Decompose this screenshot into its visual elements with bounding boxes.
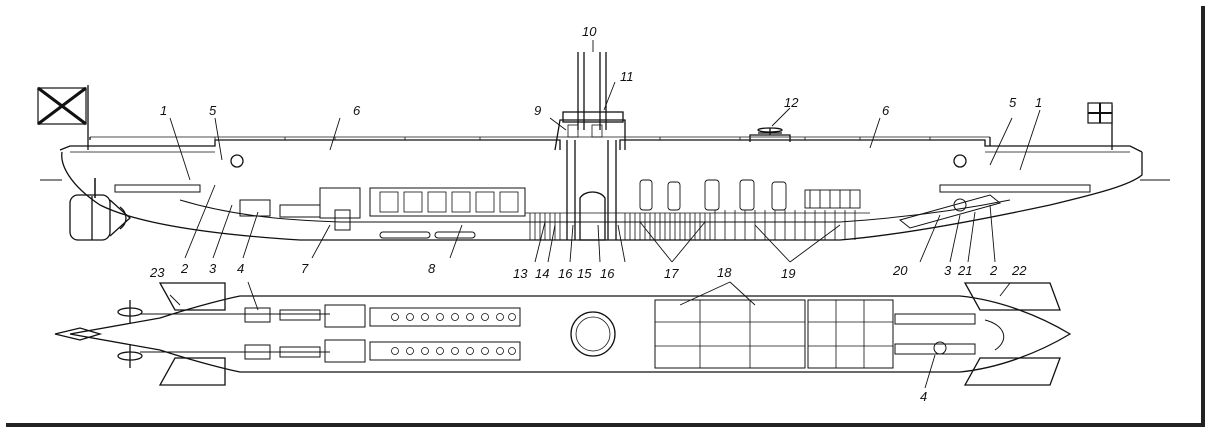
callout-16-b: 16 [600,266,615,281]
side-elevation [40,52,1170,241]
callout-19: 19 [781,266,795,281]
callout-15: 15 [577,266,592,281]
callout-1-stern: 1 [160,103,167,118]
callout-17: 17 [664,266,679,281]
callout-2-bow: 2 [989,263,998,278]
callout-18: 18 [717,265,732,280]
callout-16-a: 16 [558,266,573,281]
callout-4-side: 4 [237,261,244,276]
callout-2-stern: 2 [180,261,189,276]
callout-3-stern: 3 [209,261,217,276]
callout-22: 22 [1011,263,1027,278]
callout-6-stern: 6 [353,103,361,118]
callout-14: 14 [535,266,549,281]
callout-12: 12 [784,95,799,110]
callout-labels: 1 1 2 2 3 3 4 4 5 5 6 6 7 8 9 10 11 12 1… [149,24,1042,404]
callout-11: 11 [620,69,634,84]
callout-7: 7 [301,261,309,276]
callout-8: 8 [428,261,436,276]
plan-view [54,282,1072,386]
callout-3-bow: 3 [944,263,952,278]
leader-lines [169,40,1041,389]
callout-9: 9 [534,103,541,118]
callout-13: 13 [513,266,528,281]
side-internals [94,178,1091,240]
callout-4-plan: 4 [920,389,927,404]
callout-1-bow: 1 [1035,95,1042,110]
callout-20: 20 [892,263,908,278]
callout-10: 10 [582,24,597,39]
stern-flag [37,86,87,126]
callout-21: 21 [957,263,972,278]
bow-jack-flag [1087,102,1113,124]
callout-5-stern: 5 [209,103,217,118]
callout-5-bow: 5 [1009,95,1017,110]
callout-6-bow: 6 [882,103,890,118]
callout-23: 23 [149,265,165,280]
plan-internals [140,299,1005,369]
